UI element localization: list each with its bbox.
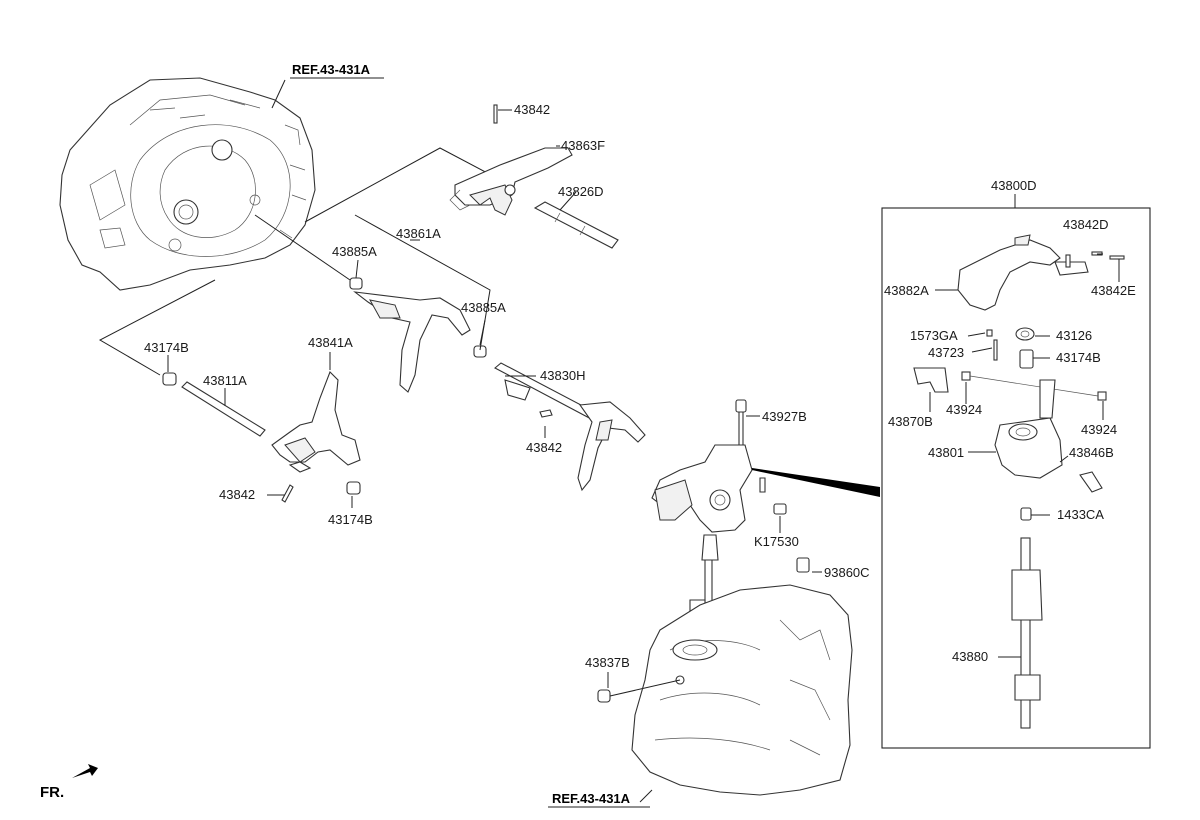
shift-rod-43811A bbox=[162, 372, 266, 437]
front-marker: FR. bbox=[40, 764, 98, 801]
shaft-43826D bbox=[533, 201, 619, 249]
leader-line bbox=[254, 214, 351, 281]
part-label-43842-top: 43842 bbox=[514, 102, 550, 117]
part-label-1573GA: 1573GA bbox=[910, 328, 958, 343]
part-label-43174B-left: 43174B bbox=[144, 340, 189, 355]
ref-label-bottom: REF.43-431A bbox=[552, 791, 631, 806]
part-label-43174B-bottom: 43174B bbox=[328, 512, 373, 527]
part-label-43811A: 43811A bbox=[203, 373, 247, 388]
shift-rod-43830H bbox=[494, 362, 646, 492]
part-label-43885A-right: 43885A bbox=[461, 300, 506, 315]
part-label-43830H: 43830H bbox=[540, 368, 586, 383]
leader-line bbox=[98, 279, 216, 376]
part-label-43924-right: 43924 bbox=[1081, 422, 1117, 437]
assembly-box-label: 43800D bbox=[991, 178, 1037, 193]
part-label-43842D: 43842D bbox=[1063, 217, 1109, 232]
shift-fork-43863F bbox=[449, 104, 573, 216]
assembly-callout-arrow bbox=[752, 468, 880, 497]
part-label-43924-left: 43924 bbox=[946, 402, 982, 417]
part-label-43861A: 43861A bbox=[396, 226, 441, 241]
part-label-43723: 43723 bbox=[928, 345, 964, 360]
part-label-43846B: 43846B bbox=[1069, 445, 1114, 460]
part-label-43801: 43801 bbox=[928, 445, 964, 460]
box-components bbox=[913, 234, 1125, 729]
part-label-43841A: 43841A bbox=[308, 335, 353, 350]
part-label-43842-left: 43842 bbox=[219, 487, 255, 502]
leader-lines bbox=[167, 109, 1120, 803]
part-label-43842E: 43842E bbox=[1091, 283, 1136, 298]
part-label-43826D: 43826D bbox=[558, 184, 604, 199]
part-label-43126: 43126 bbox=[1056, 328, 1092, 343]
part-label-43885A-left: 43885A bbox=[332, 244, 377, 259]
part-label-43837B: 43837B bbox=[585, 655, 630, 670]
shift-fork-43841A bbox=[271, 371, 361, 503]
part-label-43882A: 43882A bbox=[884, 283, 929, 298]
front-marker-label: FR. bbox=[40, 784, 64, 801]
front-arrow-icon bbox=[72, 764, 98, 778]
part-label-43174B-box: 43174B bbox=[1056, 350, 1101, 365]
transmission-case-bottom bbox=[597, 584, 853, 796]
ref-labels: REF.43-431A REF.43-431A bbox=[290, 62, 650, 808]
part-label-K17530: K17530 bbox=[754, 534, 799, 549]
part-label-93860C: 93860C bbox=[824, 565, 870, 580]
part-label-43842-mid: 43842 bbox=[526, 440, 562, 455]
part-label-1433CA: 1433CA bbox=[1057, 507, 1104, 522]
shift-fork-43861A bbox=[349, 277, 487, 393]
part-number-labels: 43842 43863F 43826D 43861A 43885A 43885A… bbox=[144, 102, 1136, 670]
part-label-43880: 43880 bbox=[952, 649, 988, 664]
assembly-box-43800D bbox=[881, 207, 1151, 749]
ref-label-top: REF.43-431A bbox=[292, 62, 371, 77]
part-label-43927B: 43927B bbox=[762, 409, 807, 424]
part-label-43863F: 43863F bbox=[561, 138, 605, 153]
transmission-case-top bbox=[59, 77, 316, 291]
leader-line bbox=[271, 79, 286, 109]
part-label-43870B: 43870B bbox=[888, 414, 933, 429]
